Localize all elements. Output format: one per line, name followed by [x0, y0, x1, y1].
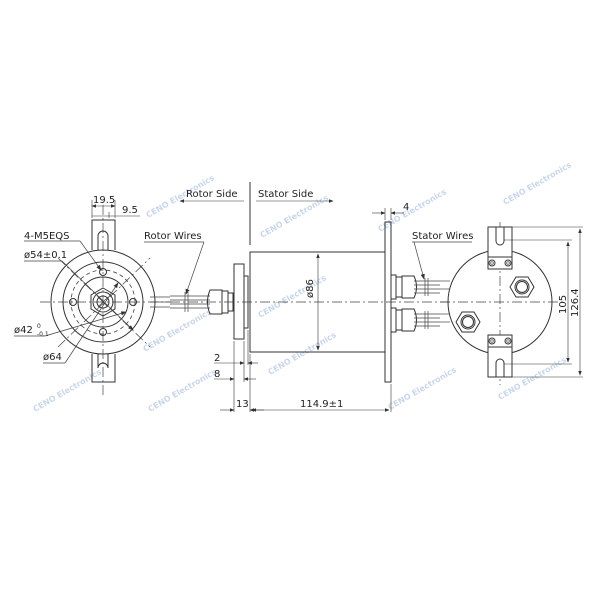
dim-body-length: 114.9±1	[300, 399, 343, 410]
stator-gland-lower	[390, 307, 440, 333]
dim-flange-8: 8	[214, 369, 220, 380]
watermark: CENO Electronics	[267, 330, 339, 377]
watermark: CENO Electronics	[257, 273, 329, 320]
dim-flange-slot-offset: 9.5	[122, 205, 138, 216]
callout-mounting-holes: 4-M5EQS	[24, 231, 70, 242]
rotor-end-view: 19.5 9.5 4-M5EQS ø54±0.1 ø42 0 -0.1 ø64	[14, 195, 172, 395]
watermark: CENO Electronics	[259, 193, 331, 240]
watermark: CENO Electronics	[387, 365, 459, 412]
dim-pilot-dia: ø42	[14, 325, 33, 336]
side-view: Rotor Side Stator Side ø86	[144, 182, 473, 412]
dim-stator-flange-thickness: 4	[403, 202, 409, 213]
stator-gland-upper	[390, 274, 440, 300]
stator-end-view: 105 126.4	[440, 222, 583, 385]
dim-body-dia: ø86	[305, 279, 316, 298]
dim-flange-outer-dia: ø64	[43, 352, 62, 363]
dim-pilot-tol-upper: 0	[37, 323, 41, 330]
label-stator-side: Stator Side	[258, 189, 313, 200]
callout-rotor-wires: Rotor Wires	[144, 231, 202, 242]
dim-flange-2: 2	[214, 353, 220, 364]
label-rotor-side: Rotor Side	[186, 189, 238, 200]
watermark: CENO Electronics	[147, 367, 219, 414]
dim-flange-to-body: 13	[236, 399, 249, 410]
watermark: CENO Electronics	[142, 307, 214, 354]
dim-stator-overall-height: 126.4	[570, 288, 581, 317]
dim-stator-slot-span: 105	[558, 295, 569, 314]
dim-flange-slot-width: 19.5	[93, 195, 115, 206]
callout-stator-wires: Stator Wires	[412, 231, 473, 242]
watermark: CENO Electronics	[502, 160, 574, 207]
dim-bolt-circle: ø54±0.1	[24, 250, 67, 261]
dim-pilot-tol-lower: -0.1	[37, 331, 49, 338]
watermark: CENO Electronics	[377, 187, 449, 234]
